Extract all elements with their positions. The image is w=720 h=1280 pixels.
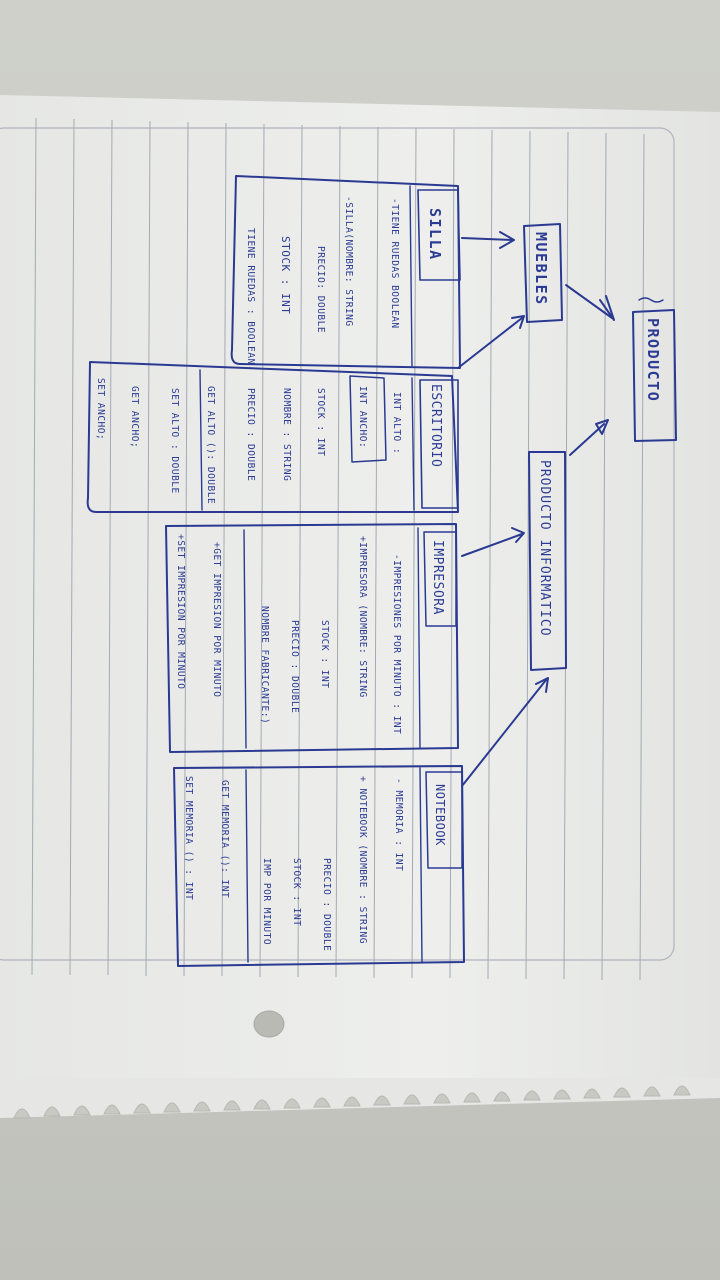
impresora-line-4: PRECIO : DOUBLE [289, 620, 300, 713]
escritorio-line-7: SET ALTO : DOUBLE [169, 388, 180, 494]
notebook-line-1: - MEMORIA : INT [393, 778, 404, 871]
notebook-line-5: IMP POR MINUTO [261, 858, 272, 945]
impresora-class: IMPRESORA -IMPRESIONES POR MINUTO : INT … [165, 523, 459, 753]
escritorio-line-6: GET ALTO (): DOUBLE [205, 386, 216, 504]
producto-title: PRODUCTO [644, 318, 662, 402]
escritorio-line-8: GET ANCHO; [129, 386, 140, 448]
impresora-title: IMPRESORA [430, 540, 445, 615]
silla-title: SILLA [426, 208, 444, 261]
silla-line-4: STOCK : INT [279, 236, 292, 314]
escritorio-title: ESCRITORIO [428, 384, 443, 467]
escritorio-line-9: SET ANCHO; [95, 378, 106, 440]
silla-line-3: PRECIO: DOUBLE [315, 246, 326, 333]
notebook-line-7: SET MEMORIA () : INT [183, 776, 194, 900]
notebook-title: NOTEBOOK [433, 784, 447, 846]
muebles-title: MUEBLES [532, 232, 550, 306]
impresora-line-7: +SET IMPRESION POR MINUTO [175, 534, 186, 690]
impresora-line-6: +GET IMPRESION POR MINUTO [211, 542, 222, 698]
silla-line-2: -SILLA(NOMBRE: STRING [343, 196, 354, 327]
impresora-line-1: -IMPRESIONES POR MINUTO : INT [391, 554, 402, 734]
notebook-line-3: PRECIO : DOUBLE [321, 858, 332, 951]
escritorio-line-4: NOMBRE : STRING [281, 388, 292, 481]
paper-sheet [0, 95, 720, 1119]
silla-class: SILLA -TIENE RUEDAS BOOLEAN -SILLA(NOMBR… [230, 175, 461, 369]
notebook-line-2: + NOTEBOOK (NOMBRE : STRING [357, 776, 368, 944]
notebook-line-6: GET MEMORIA (): INT [219, 780, 230, 898]
muebles-box: MUEBLES [523, 223, 563, 323]
ruled-lines [31, 117, 645, 981]
silla-line-1: -TIENE RUEDAS BOOLEAN [389, 198, 400, 329]
escritorio-line-5: PRECIO : DOUBLE [245, 388, 256, 481]
escritorio-line-1: INT ALTO : [391, 392, 402, 454]
producto-box: PRODUCTO [632, 297, 677, 442]
producto-informatico-title: PRODUCTO INFORMATICO [537, 460, 552, 637]
producto-informatico-box: PRODUCTO INFORMATICO [528, 451, 567, 671]
notebook-line-4: STOCK : INT [291, 858, 302, 926]
impresora-line-3: STOCK : INT [319, 620, 330, 688]
impresora-line-5: NOMBRE FABRICANTE:) [259, 606, 270, 724]
inheritance-arrows [457, 231, 615, 787]
escritorio-line-3: STOCK : INT [315, 388, 326, 456]
silla-line-5: TIENE RUEDAS : BOOLEAN [245, 228, 256, 365]
escritorio-line-2: INT ANCHO: [357, 386, 368, 448]
impresora-line-2: +IMPRESORA (NOMBRE: STRING [357, 536, 368, 698]
notebook-class: NOTEBOOK - MEMORIA : INT + NOTEBOOK (NOM… [173, 765, 465, 967]
escritorio-class: ESCRITORIO INT ALTO : INT ANCHO: STOCK :… [86, 361, 459, 513]
